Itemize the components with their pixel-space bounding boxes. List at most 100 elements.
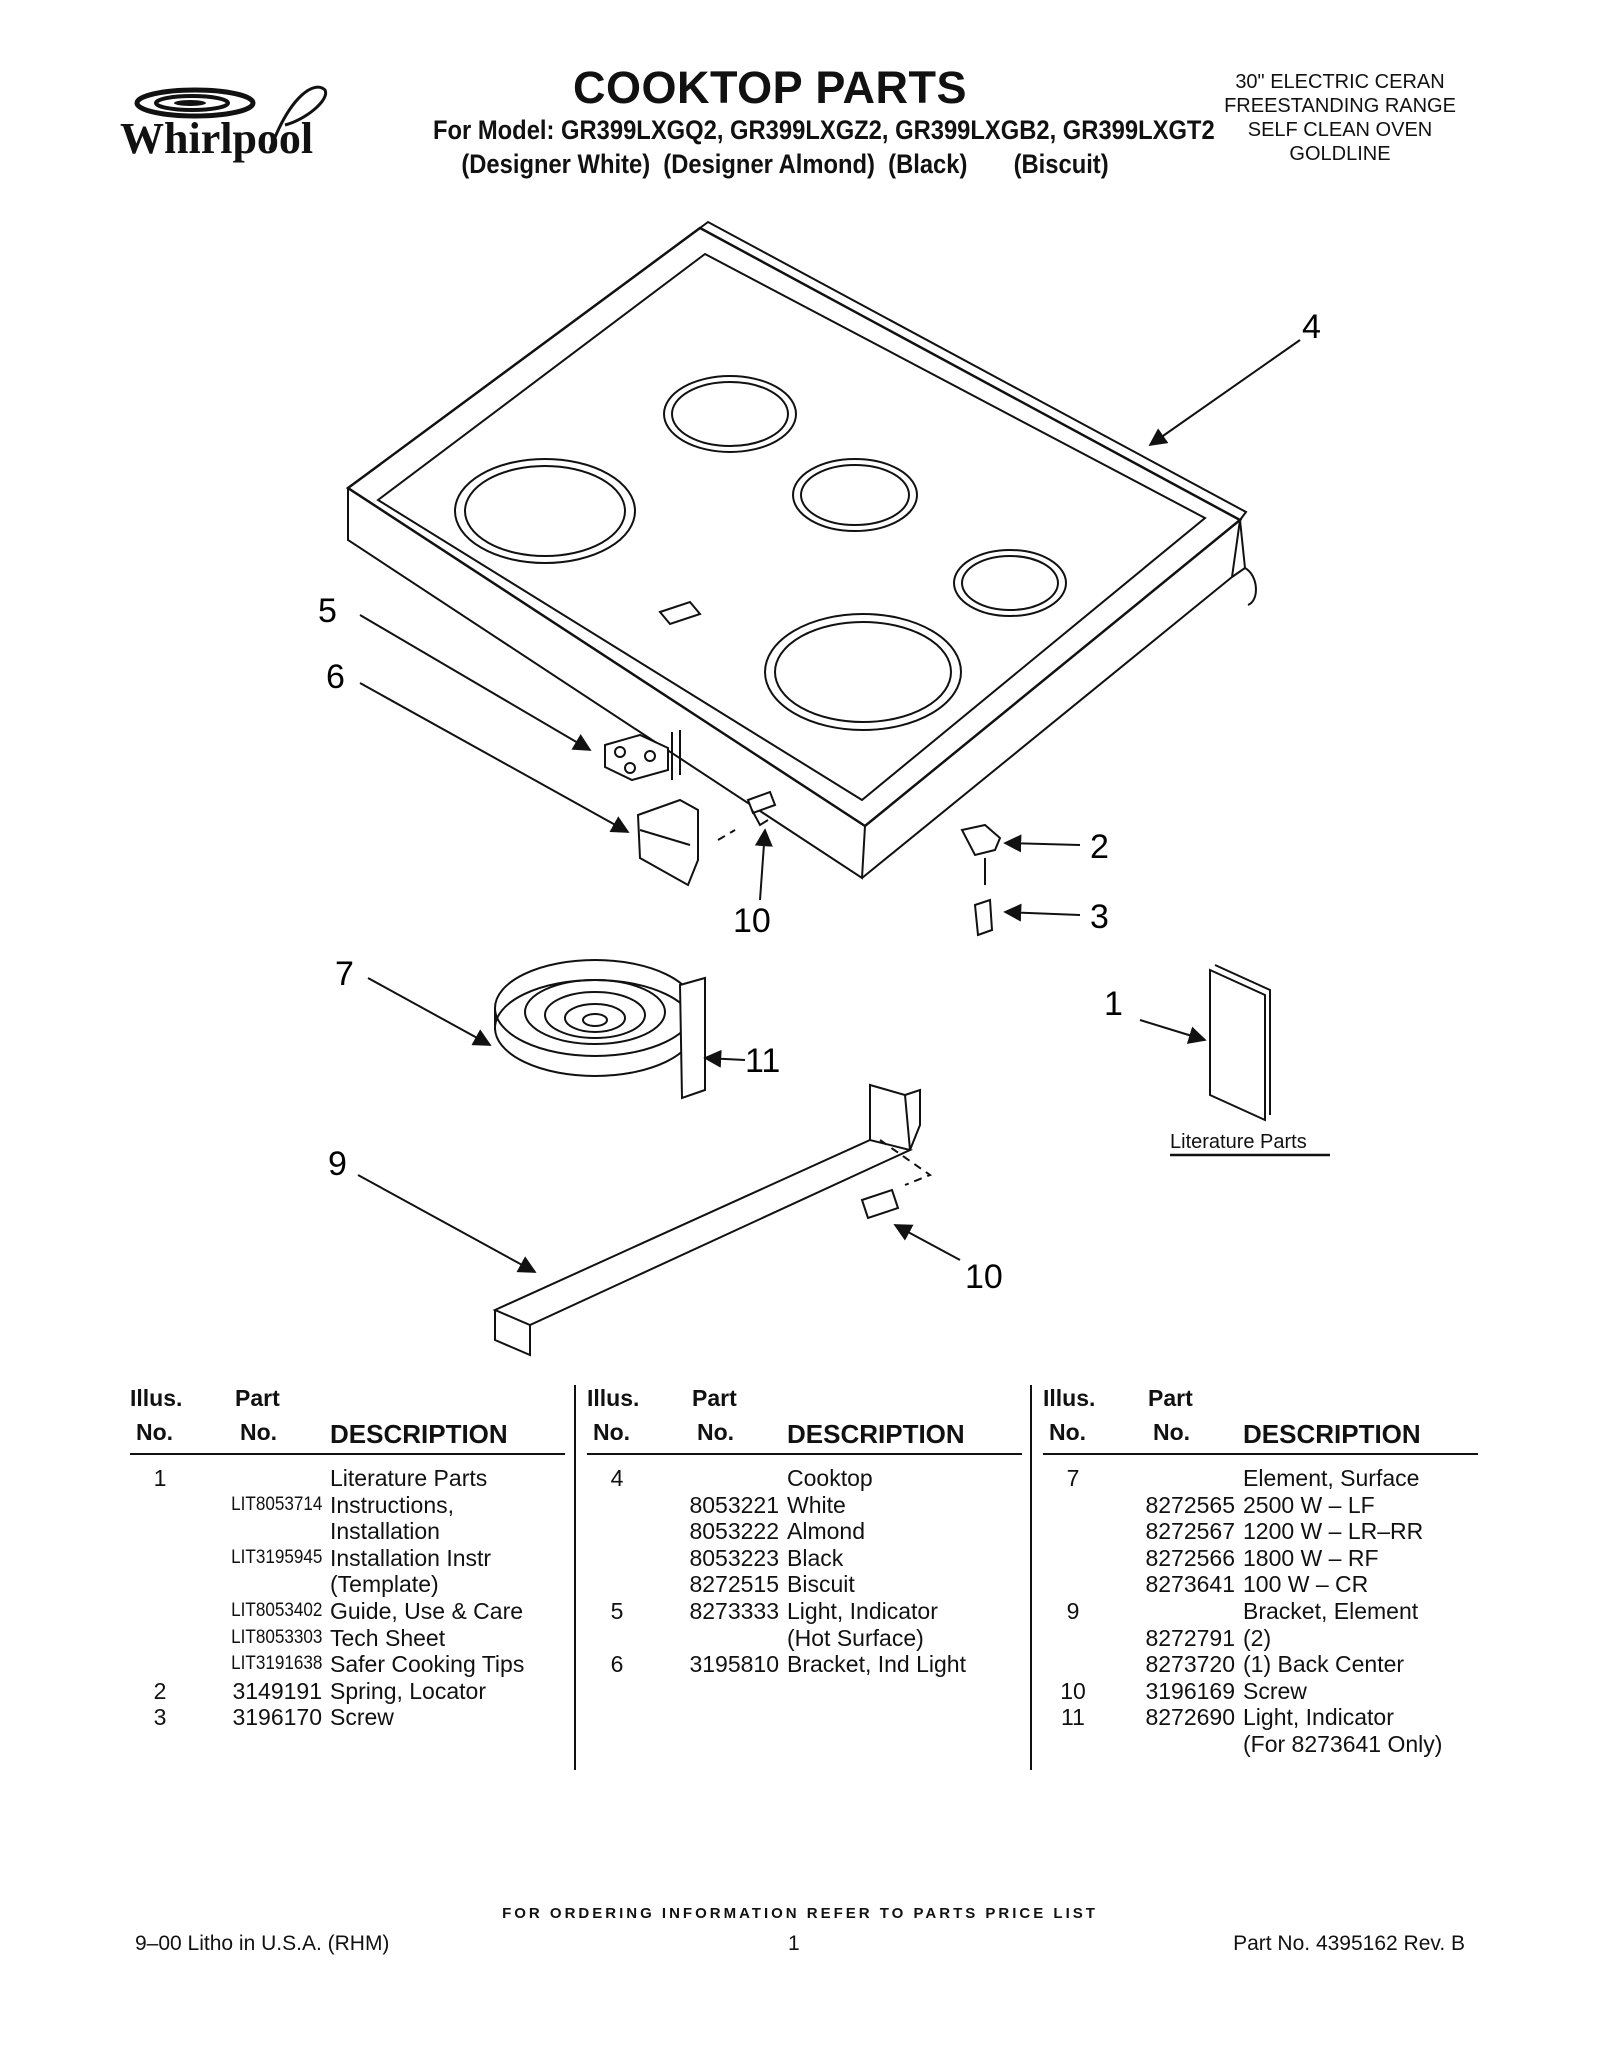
header-illus: Illus. bbox=[1043, 1385, 1096, 1411]
table-row: 9 Bracket, Element bbox=[1043, 1598, 1478, 1625]
part-description: 100 W – CR bbox=[1243, 1571, 1369, 1598]
table-row: 6 3195810 Bracket, Ind Light bbox=[587, 1651, 1022, 1678]
parts-column-3: Illus. No. Part No. DESCRIPTION 7 Element… bbox=[1043, 1385, 1478, 1758]
spec-block: 30" ELECTRIC CERAN FREESTANDING RANGE SE… bbox=[1185, 70, 1495, 166]
table-row: 7 Element, Surface bbox=[1043, 1465, 1478, 1492]
part-description: Bracket, Element bbox=[1243, 1597, 1419, 1624]
table-header: Illus. No. Part No. DESCRIPTION bbox=[1043, 1385, 1478, 1455]
callout-10-lower: 10 bbox=[965, 1258, 1003, 1296]
burner-rear-right-inner bbox=[961, 555, 1059, 611]
illus-number: 7 bbox=[1066, 1465, 1080, 1491]
part-description: Literature Parts bbox=[330, 1465, 488, 1491]
callout-7: 7 bbox=[335, 955, 354, 993]
header-part-no: No. bbox=[697, 1419, 735, 1445]
part-number: LIT3195945 bbox=[230, 1546, 322, 1568]
part-description: 2500 W – LF bbox=[1243, 1491, 1375, 1518]
header-illus-no: No. bbox=[1049, 1419, 1087, 1445]
callout-1: 1 bbox=[1104, 985, 1123, 1023]
part-description: Cooktop bbox=[787, 1465, 873, 1491]
indicator-light-part bbox=[604, 730, 681, 782]
table-row: (Template) bbox=[130, 1571, 565, 1598]
table-row: Installation bbox=[130, 1518, 565, 1545]
brand-wordmark: Whirlpool bbox=[120, 114, 313, 163]
part-number: 8273641 bbox=[1145, 1571, 1235, 1598]
callout-9: 9 bbox=[328, 1145, 347, 1183]
part-description: White bbox=[787, 1491, 846, 1518]
literature-booklet bbox=[1209, 964, 1271, 1122]
screw-upper-part bbox=[746, 790, 777, 827]
part-number: 8272567 bbox=[1145, 1518, 1235, 1545]
part-description: 1800 W – RF bbox=[1243, 1544, 1379, 1571]
header-illus: Illus. bbox=[130, 1385, 183, 1411]
illus-number: 9 bbox=[1066, 1597, 1080, 1624]
part-description: Light, Indicator bbox=[1243, 1704, 1394, 1731]
part-description: Spring, Locator bbox=[330, 1677, 486, 1704]
table-row: 8272567 1200 W – LR–RR bbox=[1043, 1518, 1478, 1545]
part-number: 3196169 bbox=[1145, 1677, 1235, 1704]
table-row: 8273641 100 W – CR bbox=[1043, 1571, 1478, 1598]
header-illus-no: No. bbox=[593, 1419, 631, 1445]
part-description: (Hot Surface) bbox=[787, 1624, 924, 1651]
header-description: DESCRIPTION bbox=[330, 1419, 508, 1449]
part-description: (For 8273641 Only) bbox=[1243, 1730, 1443, 1757]
model-line: For Model: GR399LXGQ2, GR399LXGZ2, GR399… bbox=[433, 115, 1215, 145]
part-description: (1) Back Center bbox=[1243, 1651, 1405, 1678]
column-divider bbox=[1030, 1385, 1032, 1770]
bracket-ind-light-part bbox=[636, 798, 699, 887]
color-line: (Designer White) (Designer Almond) (Blac… bbox=[461, 149, 1109, 179]
part-description: (Template) bbox=[330, 1571, 439, 1598]
part-number: 8053221 bbox=[689, 1491, 779, 1518]
callout-10-upper: 10 bbox=[733, 902, 771, 940]
part-description: Almond bbox=[787, 1518, 865, 1545]
part-number: LIT8053402 bbox=[230, 1599, 322, 1621]
part-description: 1200 W – LR–RR bbox=[1243, 1518, 1424, 1545]
part-description: Element, Surface bbox=[1243, 1465, 1420, 1491]
illus-number: 4 bbox=[610, 1465, 624, 1491]
screw-3-part bbox=[973, 898, 994, 937]
spec-line: GOLDLINE bbox=[1289, 143, 1391, 165]
part-description: Installation bbox=[330, 1518, 440, 1545]
part-description: Screw bbox=[330, 1704, 394, 1731]
column-divider bbox=[574, 1385, 576, 1770]
header-illus-no: No. bbox=[136, 1419, 174, 1445]
callout-4: 4 bbox=[1302, 308, 1321, 346]
literature-parts-label: Literature Parts bbox=[1170, 1131, 1307, 1153]
illus-number: 1 bbox=[153, 1465, 167, 1491]
part-description: Biscuit bbox=[787, 1571, 855, 1598]
header-part: Part bbox=[235, 1385, 280, 1411]
part-description: Bracket, Ind Light bbox=[787, 1651, 966, 1678]
screw-lower-part bbox=[860, 1188, 900, 1220]
table-row: LIT3195945 Installation Instr bbox=[130, 1545, 565, 1572]
part-description: Light, Indicator bbox=[787, 1597, 938, 1624]
callout-2: 2 bbox=[1090, 828, 1109, 866]
part-number: 8053223 bbox=[689, 1544, 779, 1571]
illus-number: 5 bbox=[610, 1597, 624, 1624]
surface-element-part bbox=[494, 959, 706, 1100]
header-part: Part bbox=[1148, 1385, 1193, 1411]
part-number: 8272791 bbox=[1145, 1624, 1235, 1651]
cooktop-panel bbox=[345, 220, 1257, 880]
illus-number: 11 bbox=[1061, 1704, 1085, 1731]
spec-line: FREESTANDING RANGE bbox=[1224, 95, 1456, 117]
part-number: 8272515 bbox=[689, 1571, 779, 1598]
spec-line: 30" ELECTRIC CERAN bbox=[1235, 71, 1445, 93]
part-description: Instructions, bbox=[330, 1491, 454, 1518]
part-description: Installation Instr bbox=[330, 1544, 492, 1571]
burner-right-front-inner bbox=[774, 621, 952, 723]
litho-note: 9–00 Litho in U.S.A. (RHM) bbox=[135, 1932, 390, 1955]
header-part-no: No. bbox=[240, 1419, 278, 1445]
burner-center-inner bbox=[800, 464, 910, 526]
exploded-parts-diagram: 4 5 6 2 10 3 7 1 11 9 10 Literature Part… bbox=[318, 220, 1330, 1357]
illus-number: 6 bbox=[610, 1651, 624, 1678]
table-row: 8273720(1) Back Center bbox=[1043, 1651, 1478, 1678]
part-number: 3195810 bbox=[689, 1651, 779, 1678]
